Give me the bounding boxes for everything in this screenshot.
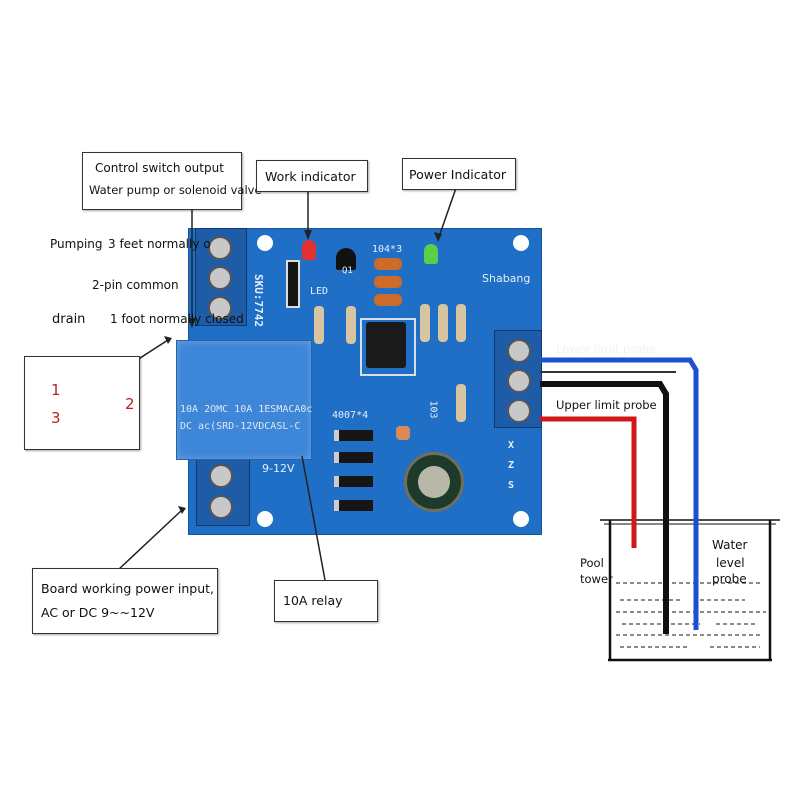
switch-symbol-box: 1 2 3: [24, 356, 140, 450]
diode: [334, 500, 373, 511]
x-label: X: [508, 440, 515, 451]
switch-pin3-label: 3: [51, 409, 61, 427]
switch-pin2-label: 2: [125, 395, 135, 413]
switch-pin1-label: 1: [51, 381, 61, 399]
wire-red: [540, 416, 637, 548]
pool-tower-line2: tower: [580, 572, 613, 586]
pointer-line-relay: [301, 455, 326, 581]
relay: [176, 340, 312, 460]
water-probe-line1: Water: [712, 538, 748, 552]
probe-terminal-block: [494, 330, 542, 428]
pool-tower-line1: Pool: [580, 556, 604, 570]
s-label: S: [508, 480, 515, 491]
power-indicator-callout: Power Indicator: [402, 158, 516, 190]
wire-blue: [540, 357, 699, 630]
resistor: [456, 304, 466, 342]
lower-limit-label: Lower limit probe: [556, 342, 657, 356]
diode-code-label: 4007*4: [332, 410, 369, 421]
green-led: [424, 244, 438, 264]
water-probe-line2: level: [716, 556, 745, 570]
diode: [334, 430, 373, 441]
pointer-line-board-power: [117, 509, 183, 571]
work-indicator-callout: Work indicator: [256, 160, 368, 192]
relay-label: 10A relay: [283, 593, 343, 608]
q1-label: Q1: [342, 266, 353, 276]
transistor: [336, 248, 356, 270]
terminal-screw: [507, 399, 531, 423]
diode: [286, 260, 300, 308]
drain-label: drain: [52, 312, 86, 327]
three-feet-label: 3 feet normally o: [108, 237, 211, 251]
pointer-arrow-switch: [164, 336, 172, 344]
red-led: [302, 240, 316, 260]
ic-chip: [366, 322, 406, 368]
led-label: LED: [310, 286, 329, 297]
z-label: Z: [508, 460, 515, 471]
resistor: [314, 306, 324, 344]
upper-limit-label: Upper limit probe: [556, 398, 657, 412]
resistor: [420, 304, 430, 342]
ic-socket: [360, 318, 416, 376]
pointer-arrow-control: [188, 318, 196, 328]
one-foot-label: 1 foot normally closed: [110, 312, 244, 326]
work-indicator-label: Work indicator: [265, 169, 356, 184]
pointer-arrow-work: [304, 230, 312, 240]
diode: [334, 476, 373, 487]
control-output-callout: Control switch output Water pump or sole…: [82, 152, 262, 210]
pointer-arrow-board-power: [178, 506, 186, 514]
board-power-callout: Board working power input, AC or DC 9~~1…: [32, 568, 218, 634]
relay-text-line1: 10A 2OMC 10A 1ESMACA0c: [180, 404, 313, 415]
mounting-hole: [257, 511, 273, 527]
ceramic-capacitor: [374, 294, 402, 306]
board-power-line1: Board working power input,: [41, 581, 214, 596]
relay-callout: 10A relay: [274, 580, 378, 622]
control-output-line1: Control switch output: [95, 161, 224, 175]
wire-black: [540, 381, 669, 634]
terminal-screw: [507, 369, 531, 393]
ceramic-capacitor: [374, 258, 402, 270]
terminal-screw: [507, 339, 531, 363]
capacitor-top: [418, 466, 450, 498]
pointer-line-power: [439, 187, 457, 235]
diode: [334, 452, 373, 463]
mounting-hole: [513, 511, 529, 527]
power-terminal-block: [196, 456, 250, 526]
pumping-label: Pumping: [50, 237, 103, 251]
power-indicator-label: Power Indicator: [409, 167, 507, 182]
terminal-screw: [209, 495, 233, 519]
capacitor-code-label: 104*3: [372, 244, 403, 255]
mounting-hole: [513, 235, 529, 251]
terminal-screw: [209, 464, 233, 488]
board-power-line2: AC or DC 9~~12V: [41, 605, 155, 620]
resistor: [396, 426, 410, 440]
terminal-screw: [208, 236, 232, 260]
pointer-arrow-power: [434, 232, 442, 242]
brand-label: Shabang: [482, 272, 531, 285]
resistor: [346, 306, 356, 344]
terminal-screw: [208, 296, 232, 320]
water-dashes: [616, 582, 766, 648]
voltage-label: 9-12V: [262, 462, 295, 475]
terminal-screw: [208, 266, 232, 290]
ceramic-capacitor: [374, 276, 402, 288]
mounting-hole: [257, 235, 273, 251]
resistor: [456, 384, 466, 422]
control-output-line2: Water pump or solenoid valve: [89, 183, 262, 197]
output-terminal-block: [195, 228, 247, 326]
water-probe-line3: probe: [712, 572, 747, 586]
resistor: [438, 304, 448, 342]
two-pin-common-label: 2-pin common: [92, 278, 179, 292]
relay-text-line2: DC ac(SRD-12VDCASL-C: [180, 421, 301, 432]
